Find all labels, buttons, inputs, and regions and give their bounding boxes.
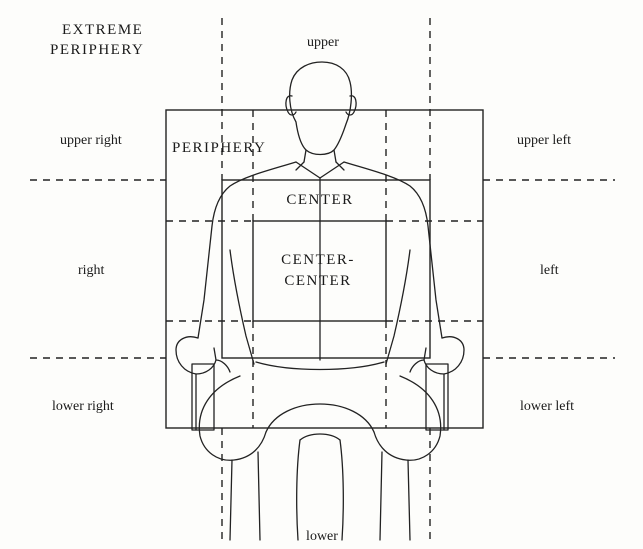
left-label: left: [540, 262, 559, 279]
figure-head: [290, 62, 352, 155]
extreme-periphery-label-line1: EXTREME: [62, 22, 143, 39]
seated-figure: [176, 62, 464, 540]
upper-label: upper: [307, 34, 339, 51]
right-label: right: [78, 262, 104, 279]
center-center-label-line2: CENTER: [284, 273, 351, 290]
lower-label: lower: [306, 528, 338, 545]
figure-legs: [199, 376, 266, 460]
upper-left-label: upper left: [517, 132, 571, 149]
extreme-periphery-label-line2: PERIPHERY: [50, 42, 144, 59]
periphery-label: PERIPHERY: [172, 140, 266, 157]
upper-right-label: upper right: [60, 132, 122, 149]
figure-right-hand: [176, 337, 216, 374]
lower-right-label: lower right: [52, 398, 114, 415]
figure-torso: [198, 162, 296, 338]
center-label: CENTER: [286, 192, 353, 209]
lower-left-label: lower left: [520, 398, 574, 415]
center-center-label-line1: CENTER-: [281, 252, 355, 269]
